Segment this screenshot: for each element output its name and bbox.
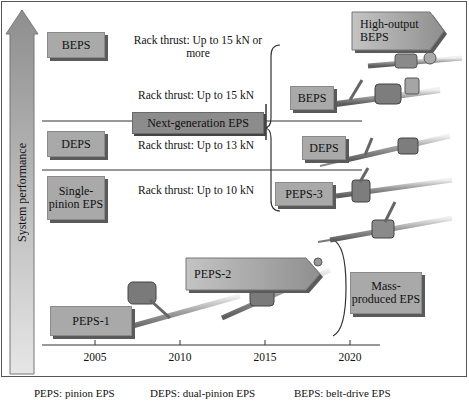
- product-box: PEPS-3: [275, 182, 333, 206]
- node-text: System performance: [16, 143, 29, 242]
- abbreviation-note: BEPS: belt-drive EPS: [294, 387, 391, 400]
- group-box: Mass-produced EPS: [350, 272, 422, 314]
- thrust-note: Rack thrust: Up to 15 kN: [138, 89, 254, 102]
- node-text: Mass-produced EPS: [351, 280, 421, 306]
- axis-tick: [180, 340, 181, 345]
- steering-gear-illustration: [336, 168, 452, 202]
- node-text: High-output BEPS: [360, 18, 444, 44]
- abbreviation-note: PEPS: pinion EPS: [34, 387, 115, 400]
- node-text: BEPS: [298, 92, 327, 105]
- performance-arrow: System performance: [6, 10, 38, 374]
- abbreviation-note: DEPS: dual-pinion EPS: [150, 387, 255, 400]
- axis-tick: [95, 340, 96, 345]
- product-box: DEPS: [302, 136, 346, 160]
- node-text: PEPS-2: [194, 268, 231, 281]
- axis-tick: [265, 340, 266, 345]
- product-box: PEPS-1: [50, 306, 132, 336]
- time-axis: [42, 345, 380, 346]
- round-bracket: [333, 240, 346, 336]
- node-text: PEPS-3: [285, 188, 322, 201]
- product-arrow: High-output BEPS: [352, 12, 444, 50]
- year-label: 2005: [75, 351, 115, 364]
- band-divider: [42, 170, 362, 171]
- arrow-body: [352, 12, 444, 50]
- product-box: BEPS: [290, 86, 334, 110]
- steering-gear-illustration: [318, 202, 452, 242]
- axis-tick: [350, 340, 351, 345]
- category-box: BEPS: [47, 32, 105, 58]
- chart-frame: [2, 2, 467, 377]
- node-text: BEPS: [62, 39, 91, 52]
- generation-box: Next-generation EPS: [132, 112, 264, 134]
- steering-gear-illustration: [368, 52, 462, 68]
- year-label: 2015: [245, 351, 285, 364]
- category-box: Single-pinion EPS: [47, 176, 105, 220]
- thrust-note: Rack thrust: Up to 13 kN: [138, 139, 254, 152]
- thrust-note: Rack thrust: Up to 15 kN or more: [126, 34, 270, 60]
- node-text: Single-pinion EPS: [48, 185, 104, 211]
- year-label: 2010: [160, 351, 200, 364]
- node-text: DEPS: [61, 138, 90, 151]
- node-text: Next-generation EPS: [147, 117, 249, 130]
- product-arrow: PEPS-2: [186, 258, 320, 290]
- steering-gear-illustration: [336, 78, 440, 104]
- arrow-body: [186, 258, 320, 290]
- node-text: DEPS: [309, 142, 338, 155]
- node-text: PEPS-1: [72, 315, 109, 328]
- category-box: DEPS: [47, 131, 105, 157]
- year-label: 2020: [330, 351, 370, 364]
- thrust-note: Rack thrust: Up to 10 kN: [138, 184, 254, 197]
- arrow-body: [6, 10, 38, 374]
- milestone-line: [265, 104, 267, 140]
